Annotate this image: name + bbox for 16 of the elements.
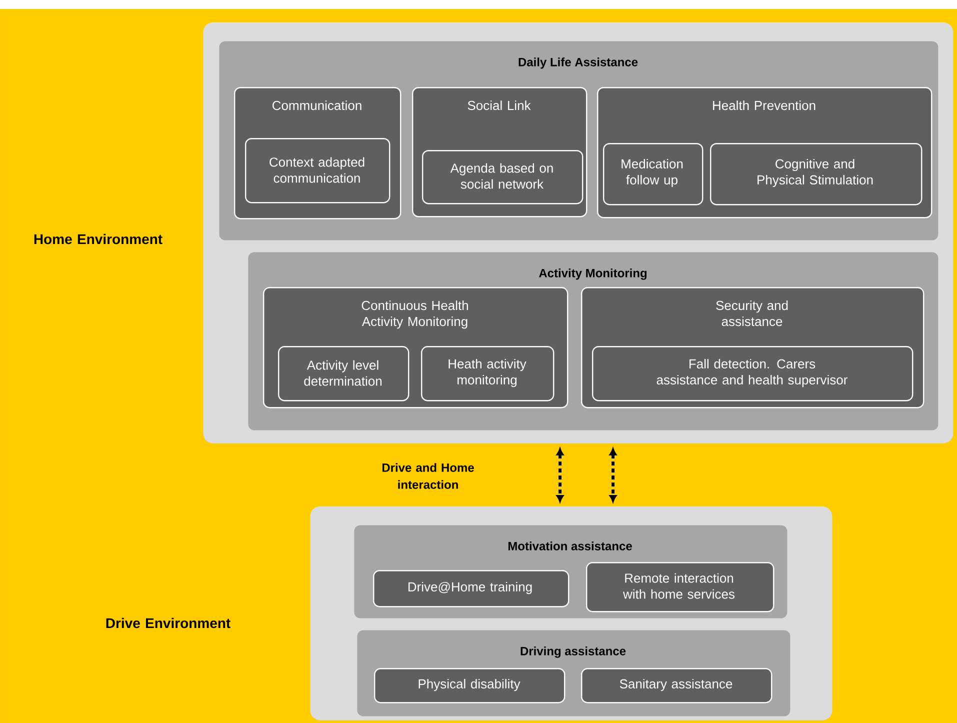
function-box: Physical disability	[374, 668, 566, 704]
function-box: Drive@Home training	[373, 570, 570, 608]
environment-label: Home Environment	[34, 234, 162, 244]
function-box: Heath activity monitoring	[421, 346, 554, 402]
function-box: Medication follow up	[603, 143, 704, 206]
function-box: Agenda based on social network	[422, 150, 584, 204]
function-box: Cognitive and Physical Stimulation	[710, 143, 922, 206]
arrow	[556, 448, 564, 502]
function-box: Activity level determination	[278, 346, 410, 402]
annotation-text: Drive and Home interaction	[382, 463, 474, 489]
function-box: Remote interaction with home services	[586, 562, 774, 612]
arrow	[609, 448, 617, 502]
function-box: Sanitary assistance	[581, 668, 772, 704]
environment-label: Drive Environment	[106, 618, 230, 628]
function-box: Context adapted communication	[245, 138, 390, 204]
function-box: Fall detection. Carers assistance and health supervisor	[592, 346, 914, 402]
